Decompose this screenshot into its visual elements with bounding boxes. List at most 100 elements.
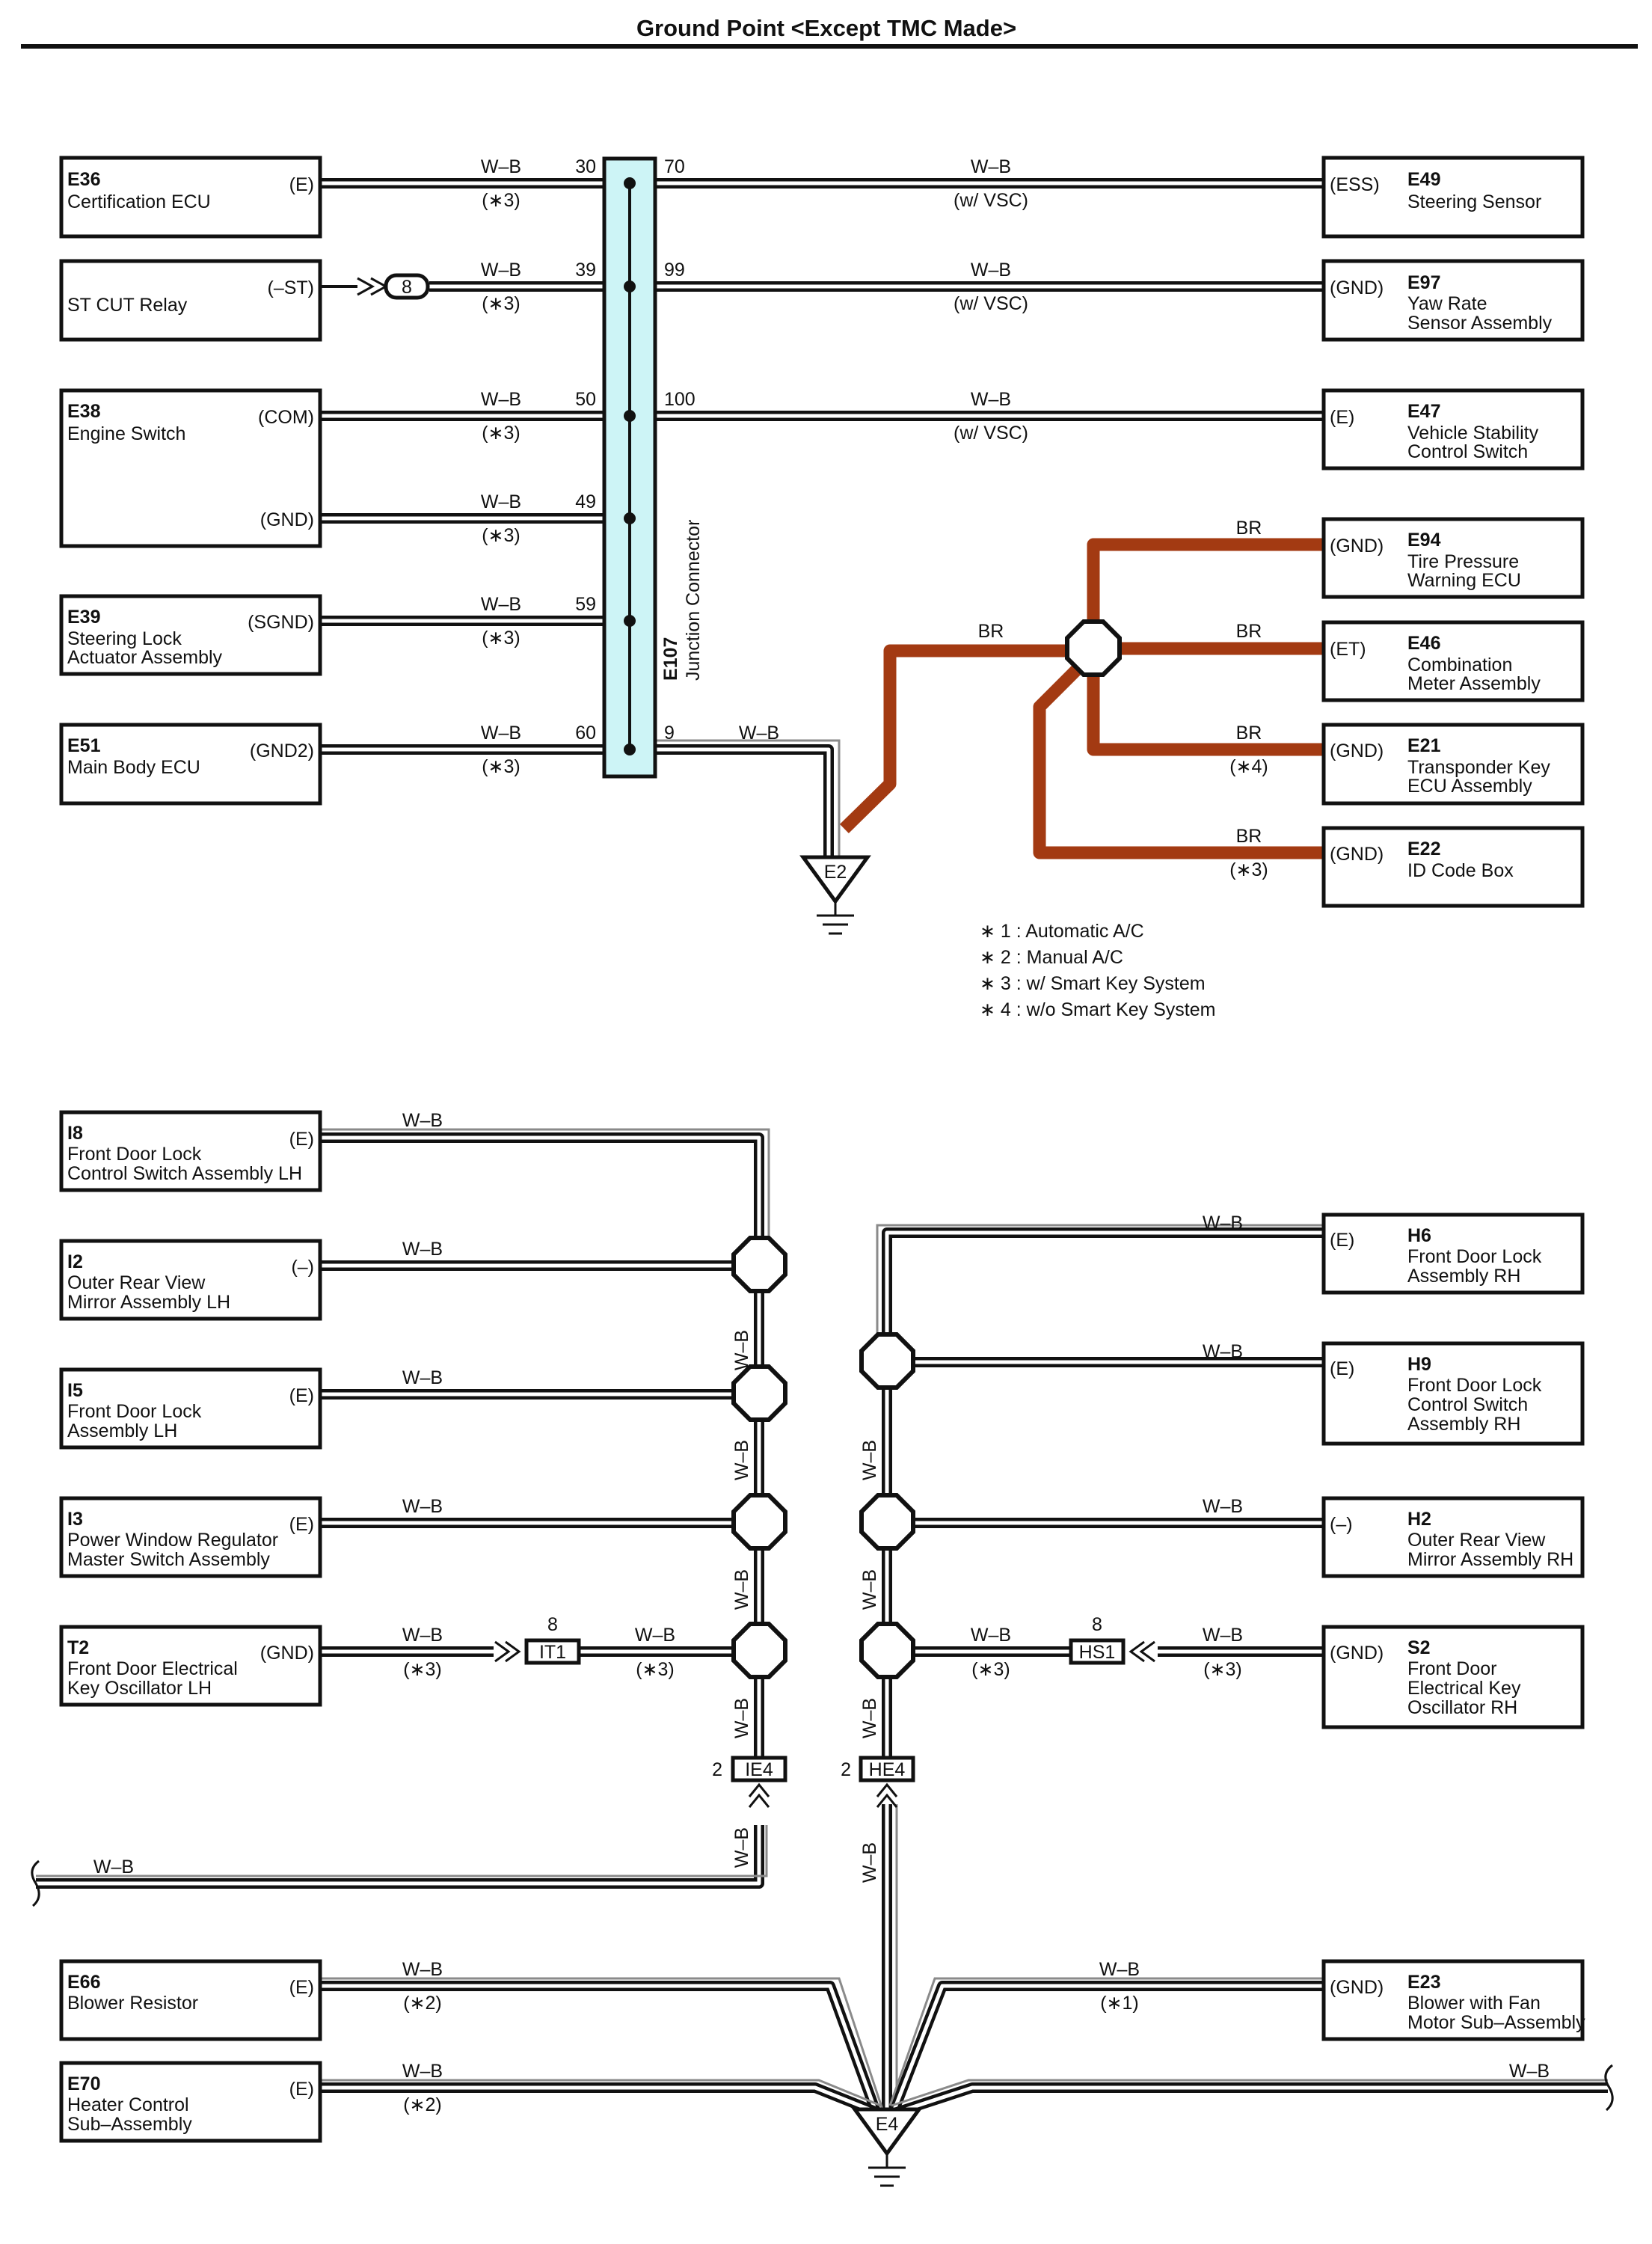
svg-text:IT1: IT1 [539,1642,566,1663]
svg-text:70: 70 [664,156,685,177]
svg-text:W–B: W–B [739,723,779,744]
svg-text:HS1: HS1 [1079,1642,1116,1663]
svg-text:E94: E94 [1407,530,1441,551]
svg-text:Transponder Key: Transponder Key [1407,757,1550,778]
svg-text:E39: E39 [67,607,100,628]
svg-text:E97: E97 [1407,272,1440,293]
svg-text:(COM): (COM) [258,407,314,428]
svg-text:(∗3): (∗3) [482,423,521,444]
svg-text:(∗3): (∗3) [1229,859,1268,880]
svg-text:E2: E2 [824,862,847,883]
svg-text:(∗3): (∗3) [482,756,521,777]
component-h2: (–) H2 Outer Rear View Mirror Assembly R… [1321,1496,1585,1578]
svg-text:39: 39 [575,260,596,280]
svg-text:(GND2): (GND2) [250,741,314,761]
svg-text:(–ST): (–ST) [268,278,315,298]
splice-points [731,1236,915,1679]
svg-text:(∗3): (∗3) [482,525,521,546]
svg-text:60: 60 [575,723,596,744]
svg-text:(E): (E) [1330,1358,1354,1379]
svg-text:ID Code Box: ID Code Box [1407,860,1514,881]
svg-text:W–B: W–B [731,1569,752,1610]
svg-text:W–B: W–B [481,260,521,280]
br-splice-point [1065,619,1122,677]
svg-text:W–B: W–B [971,389,1011,410]
component-i2: I2 Outer Rear View Mirror Assembly LH (–… [59,1239,322,1321]
svg-text:(GND): (GND) [1330,1977,1384,1998]
svg-text:W–B: W–B [859,1440,880,1480]
svg-text:(GND): (GND) [1330,536,1384,557]
svg-text:W–B: W–B [859,1569,880,1610]
svg-text:Engine Switch: Engine Switch [67,423,185,444]
svg-text:Motor Sub–Assembly: Motor Sub–Assembly [1407,2012,1585,2033]
connector-ie4: IE4 2 [712,1756,787,1808]
svg-text:Front Door Lock: Front Door Lock [67,1144,202,1165]
svg-text:Sub–Assembly: Sub–Assembly [67,2114,192,2135]
svg-text:W–B: W–B [731,1330,752,1370]
svg-text:ECU Assembly: ECU Assembly [1407,776,1532,797]
component-e47: (E) E47 Vehicle Stability Control Switch [1321,388,1585,470]
svg-text:Front Door Lock: Front Door Lock [1407,1375,1542,1396]
svg-text:(E): (E) [1330,1230,1354,1251]
br-wires: BR BR BR BR (∗4) BR (∗3) [839,518,1332,880]
svg-text:E21: E21 [1407,735,1441,756]
svg-text:Front Door: Front Door [1407,1658,1496,1679]
component-e70: E70 Heater Control Sub–Assembly (E) [59,2061,322,2143]
svg-text:Front Door Lock: Front Door Lock [67,1401,202,1422]
component-i3: I3 Power Window Regulator Master Switch … [59,1496,322,1578]
svg-text:Combination: Combination [1407,654,1512,675]
top-wire-labels: W–B (∗3) W–B (∗3) W–B (∗3) W–B (∗3) W–B … [481,156,1028,777]
svg-text:(GND): (GND) [1330,844,1384,865]
top-wires [320,178,1324,860]
svg-text:(GND): (GND) [1330,741,1384,761]
st-cut-connector: 8 [320,273,430,300]
svg-text:(GND): (GND) [260,509,314,530]
svg-text:H9: H9 [1407,1354,1431,1375]
svg-text:(–): (–) [1330,1514,1353,1535]
svg-text:W–B: W–B [402,1239,443,1260]
svg-text:Control Switch Assembly LH: Control Switch Assembly LH [67,1163,302,1184]
component-e94: (GND) E94 Tire Pressure Warning ECU [1321,517,1585,599]
svg-text:(w/ VSC): (w/ VSC) [954,190,1028,211]
svg-text:∗ 3 : w/ Smart Key System: ∗ 3 : w/ Smart Key System [980,973,1206,994]
svg-text:Mirror Assembly LH: Mirror Assembly LH [67,1292,230,1313]
svg-text:∗ 2 : Manual A/C: ∗ 2 : Manual A/C [980,947,1123,968]
svg-text:(∗2): (∗2) [403,2094,442,2115]
component-e22: (GND) E22 ID Code Box [1321,826,1585,908]
component-e21: (GND) E21 Transponder Key ECU Assembly [1321,723,1585,806]
svg-text:30: 30 [575,156,596,177]
svg-text:(∗3): (∗3) [482,628,521,649]
svg-text:8: 8 [547,1614,558,1635]
e107-pins: 30 39 50 49 59 60 70 99 100 9 [575,156,696,744]
svg-text:Key Oscillator LH: Key Oscillator LH [67,1678,212,1699]
svg-text:Assembly RH: Assembly RH [1407,1414,1520,1435]
component-t2: T2 Front Door Electrical Key Oscillator … [59,1625,322,1707]
svg-text:W–B: W–B [481,594,521,615]
svg-text:Front Door Electrical: Front Door Electrical [67,1658,238,1679]
svg-text:T2: T2 [67,1637,89,1658]
svg-text:Outer Rear View: Outer Rear View [67,1272,206,1293]
svg-text:W–B: W–B [402,1625,443,1646]
svg-text:(∗3): (∗3) [971,1659,1010,1680]
svg-text:2: 2 [712,1759,722,1780]
svg-text:W–B: W–B [731,1827,752,1868]
component-e36: E36 Certification ECU (E) [59,156,322,239]
svg-text:Assembly LH: Assembly LH [67,1420,177,1441]
component-e51: E51 Main Body ECU (GND2) [59,723,322,806]
svg-text:Tire Pressure: Tire Pressure [1407,551,1519,572]
svg-text:Yaw Rate: Yaw Rate [1407,293,1487,314]
svg-text:Oscillator RH: Oscillator RH [1407,1697,1517,1718]
component-i5: I5 Front Door Lock Assembly LH (E) [59,1367,322,1450]
svg-text:E38: E38 [67,401,101,422]
svg-text:W–B: W–B [481,156,521,177]
svg-text:Blower Resistor: Blower Resistor [67,1993,198,2014]
connector-hs1: HS1 8 [1069,1614,1155,1665]
svg-text:∗ 4 : w/o Smart Key System: ∗ 4 : w/o Smart Key System [980,999,1215,1020]
component-s2: (GND) S2 Front Door Electrical Key Oscil… [1321,1625,1585,1729]
svg-text:(E): (E) [289,1385,314,1406]
svg-text:W–B: W–B [859,1842,880,1883]
st-cut-connector-pin: 8 [402,277,412,298]
svg-text:I2: I2 [67,1251,83,1272]
svg-text:(GND): (GND) [260,1643,314,1664]
